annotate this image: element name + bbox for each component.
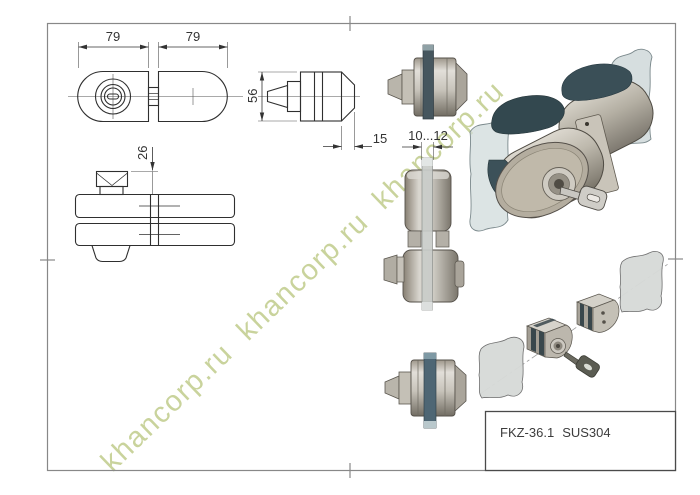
gasket-front bbox=[491, 95, 565, 135]
gasket-rear bbox=[561, 63, 633, 101]
dimension-79-right: 79 bbox=[158, 29, 228, 50]
plan-view: 79 79 bbox=[68, 29, 243, 123]
frame-border bbox=[46, 22, 677, 472]
sheet-frame bbox=[40, 16, 683, 478]
dimension-26: 26 bbox=[131, 146, 158, 194]
dimension-79-left: 79 bbox=[78, 29, 149, 50]
exploded-key bbox=[563, 351, 600, 378]
dimension-56: 56 bbox=[245, 71, 297, 122]
dimension-15: 15 bbox=[323, 112, 387, 150]
front-body-outline bbox=[74, 170, 236, 263]
dim-79-left-label: 79 bbox=[106, 29, 120, 44]
exploded-glass-right bbox=[619, 251, 664, 313]
dim-glass-label: 10...12 bbox=[408, 128, 448, 143]
dim-79-right-label: 79 bbox=[186, 29, 200, 44]
exploded-lock-rear bbox=[575, 293, 620, 333]
render-exploded-view bbox=[478, 251, 669, 399]
render-top-middle bbox=[383, 157, 465, 311]
material-spec: SUS304 bbox=[562, 425, 610, 440]
dim-56-label: 56 bbox=[245, 89, 260, 103]
model-number: FKZ-36.1 bbox=[500, 425, 554, 440]
render-isometric-assembly bbox=[469, 48, 654, 232]
render-side-bottom bbox=[384, 352, 467, 429]
render-side-top bbox=[387, 44, 468, 120]
keyhole bbox=[106, 93, 120, 100]
dim-26-label: 26 bbox=[135, 146, 150, 160]
glass-edge-top-render bbox=[422, 44, 434, 120]
key-cylinder-outer bbox=[94, 78, 132, 115]
exploded-glass-left bbox=[478, 336, 525, 399]
glass-edge-top-view bbox=[421, 157, 433, 311]
front-view: 26 bbox=[74, 146, 236, 263]
glass-edge-bottom-render bbox=[423, 352, 437, 429]
title-block-text: FKZ-36.1 SUS304 bbox=[500, 425, 611, 440]
dim-15-label: 15 bbox=[373, 131, 387, 146]
profile-body-outline bbox=[266, 71, 356, 122]
plan-body-outline bbox=[77, 70, 228, 123]
latch-knob-top-view bbox=[383, 254, 405, 285]
key-inserted bbox=[559, 185, 608, 211]
title-block: FKZ-36.1 SUS304 bbox=[484, 410, 677, 472]
exploded-lock-front bbox=[526, 317, 573, 359]
dimension-glass-thickness: 10...12 bbox=[402, 128, 453, 160]
profile-view: 56 15 bbox=[245, 71, 387, 150]
